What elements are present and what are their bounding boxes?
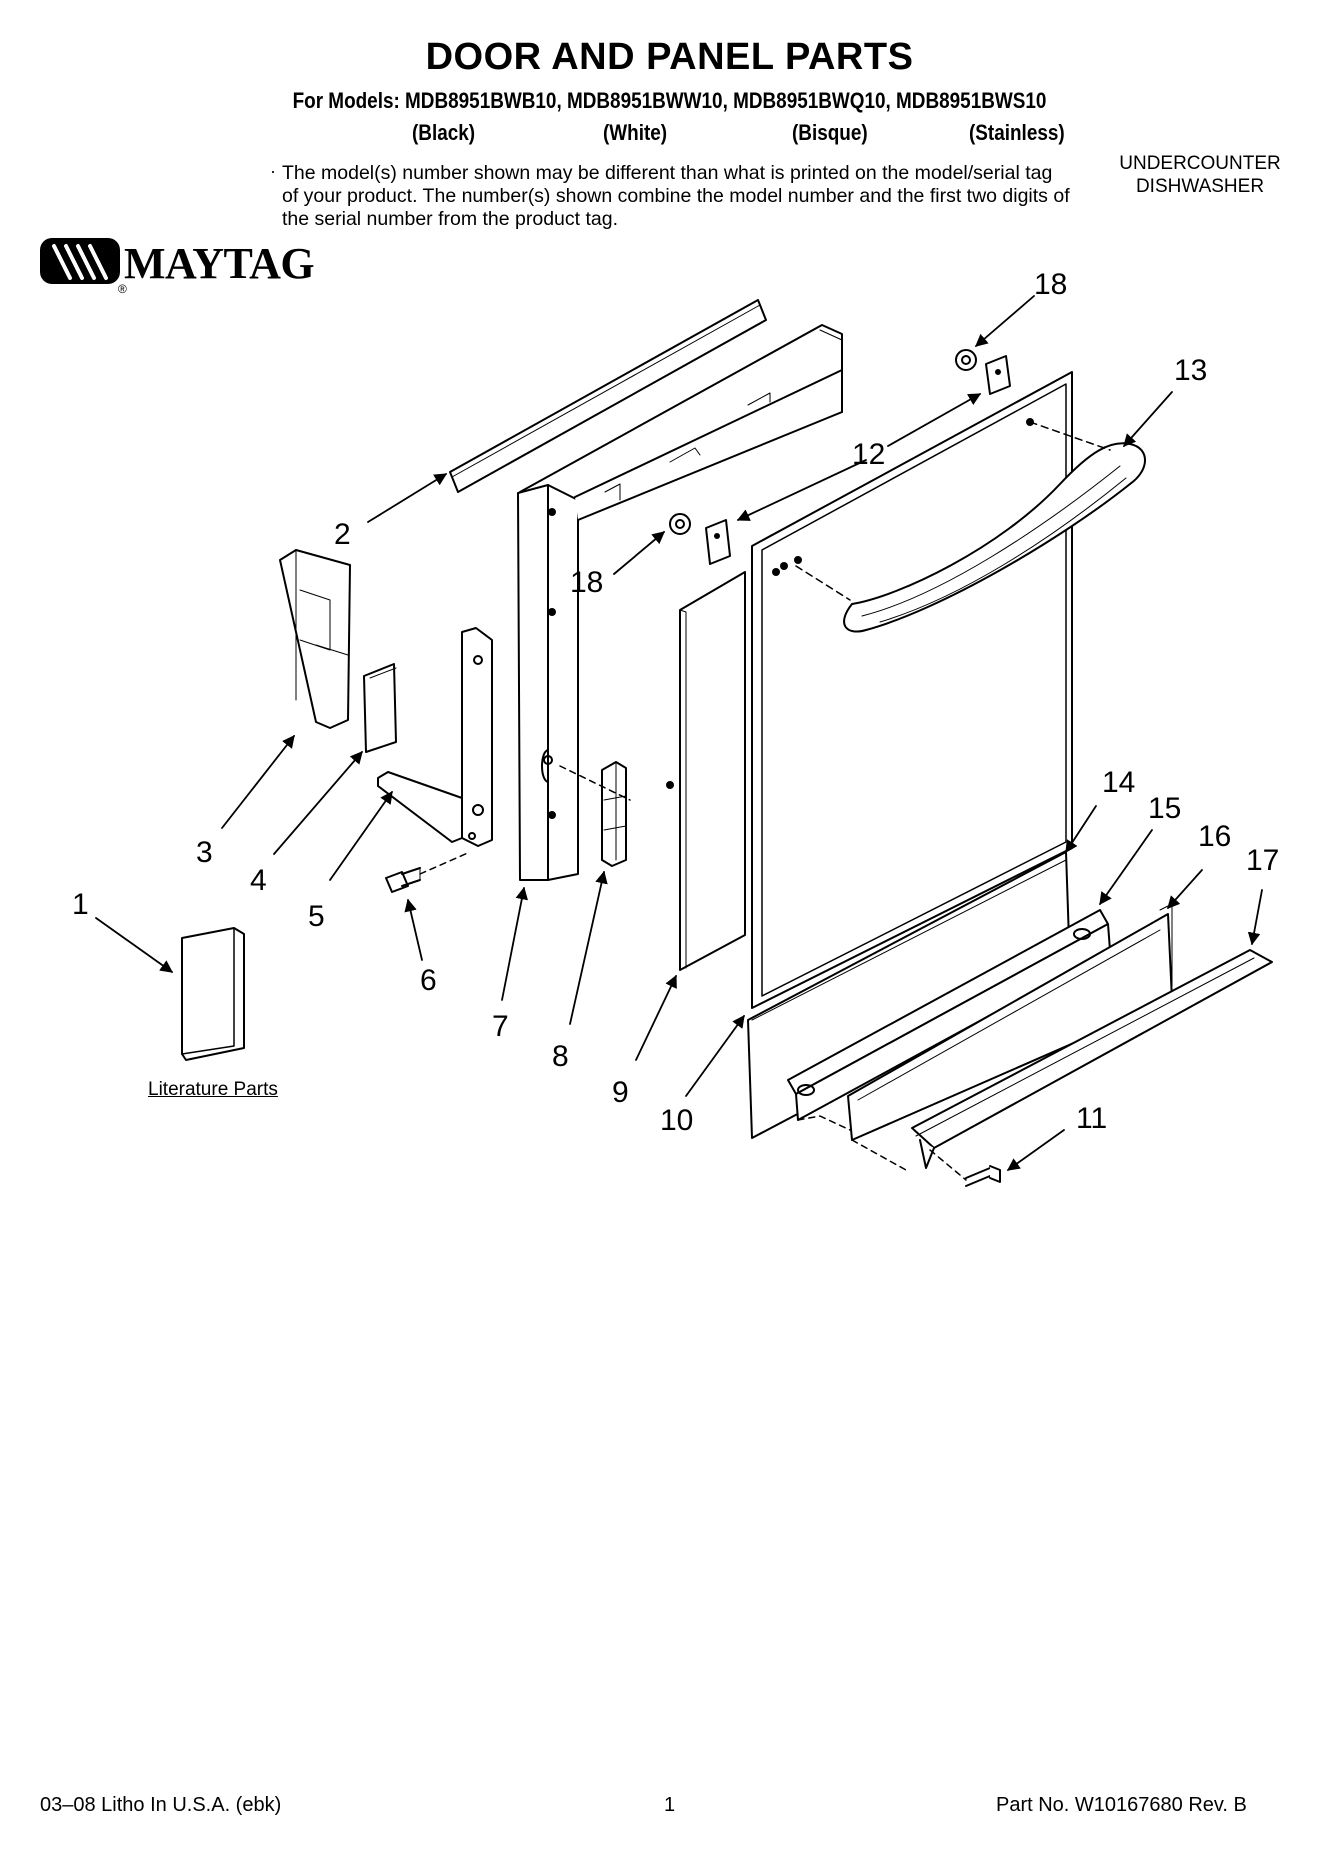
leader-3	[221, 735, 295, 829]
color-stainless: (Stainless)	[969, 120, 1065, 145]
callout-16: 16	[1198, 820, 1232, 853]
leader-7	[501, 886, 528, 1001]
part-13-handle	[795, 421, 1146, 633]
leader-11	[1006, 1129, 1065, 1171]
logo-badge	[40, 238, 120, 284]
callout-7: 7	[492, 1010, 509, 1043]
callout-5: 5	[308, 900, 325, 933]
leader-6	[404, 898, 423, 961]
registered-mark: ®	[118, 282, 127, 296]
leader-lines	[95, 295, 1263, 1171]
color-black: (Black)	[412, 120, 476, 145]
callout-17: 17	[1246, 844, 1280, 877]
part-7-door-frame	[517, 324, 843, 881]
models-line: For Models: MDB8951BWB10, MDB8951BWW10, …	[292, 88, 1047, 113]
part-17-toe-strip	[851, 949, 1273, 1171]
part-12-clip-lower	[705, 519, 731, 565]
leader-1	[95, 917, 174, 973]
callout-9: 9	[612, 1076, 629, 1109]
leader-5	[329, 790, 393, 881]
part-4-pad	[363, 663, 397, 753]
leader-9	[635, 974, 677, 1061]
leader-2	[367, 473, 448, 523]
appliance-type-line1: UNDERCOUNTER	[1119, 153, 1281, 174]
callout-1: 1	[72, 888, 89, 921]
callout-15: 15	[1148, 792, 1182, 825]
part-15-kick-plate	[787, 909, 1111, 1131]
leader-8	[569, 870, 608, 1025]
footer-page-number: 1	[664, 1794, 676, 1816]
part-12-clip-upper	[985, 355, 1011, 395]
color-white: (White)	[603, 120, 668, 145]
callout-10: 10	[660, 1104, 694, 1137]
part-3-insulation	[279, 549, 351, 729]
callout-11: 11	[1076, 1102, 1108, 1135]
callout-18-upper: 18	[1034, 268, 1068, 301]
leader-17	[1247, 889, 1263, 946]
callout-14: 14	[1102, 766, 1136, 799]
appliance-type-line2: DISHWASHER	[1135, 176, 1265, 197]
color-bisque: (Bisque)	[792, 120, 868, 145]
model-note: The model(s) number shown may be differe…	[282, 162, 1070, 230]
part-5-hinge-bracket	[377, 627, 493, 847]
leader-13	[1123, 391, 1173, 447]
brand-name: MAYTAG	[124, 238, 315, 289]
callout-6: 6	[420, 964, 437, 997]
callout-4: 4	[250, 864, 267, 897]
part-2-top-trim	[449, 299, 767, 493]
part-11-screw	[929, 1149, 1001, 1187]
callout-2: 2	[334, 518, 351, 551]
note-bullet: ·	[270, 161, 276, 181]
leader-15	[1099, 829, 1153, 906]
leader-16	[1167, 869, 1203, 909]
leader-12a	[736, 459, 867, 521]
part-18-nut-lower	[669, 513, 691, 535]
callout-12: 12	[852, 438, 886, 471]
appliance-type: UNDERCOUNTER DISHWASHER	[1105, 152, 1295, 198]
callout-18-lower: 18	[570, 566, 604, 599]
part-18-nut-upper	[955, 349, 977, 371]
part-9-insulation-panel	[666, 571, 746, 971]
leader-4	[273, 751, 363, 855]
callout-8: 8	[552, 1040, 569, 1073]
literature-parts-label: Literature Parts	[148, 1079, 278, 1100]
footer-part-number: Part No. W10167680 Rev. B	[996, 1794, 1247, 1816]
maytag-logo	[40, 238, 120, 284]
part-8-hinge-cover	[559, 761, 631, 867]
callout-3: 3	[196, 836, 213, 869]
leader-14	[1065, 805, 1097, 854]
page-title: DOOR AND PANEL PARTS	[425, 36, 914, 78]
footer-litho: 03–08 Litho In U.S.A. (ebk)	[40, 1794, 282, 1816]
leader-18b	[975, 295, 1035, 347]
leader-18a	[613, 531, 665, 575]
part-6-screw	[385, 851, 471, 893]
part-1-literature	[181, 927, 245, 1061]
callout-13: 13	[1174, 354, 1208, 387]
brand-wordmark: MAYTAG	[124, 239, 315, 288]
logo-stripes	[52, 244, 108, 280]
leader-12b	[887, 393, 982, 447]
leader-10	[685, 1014, 745, 1097]
